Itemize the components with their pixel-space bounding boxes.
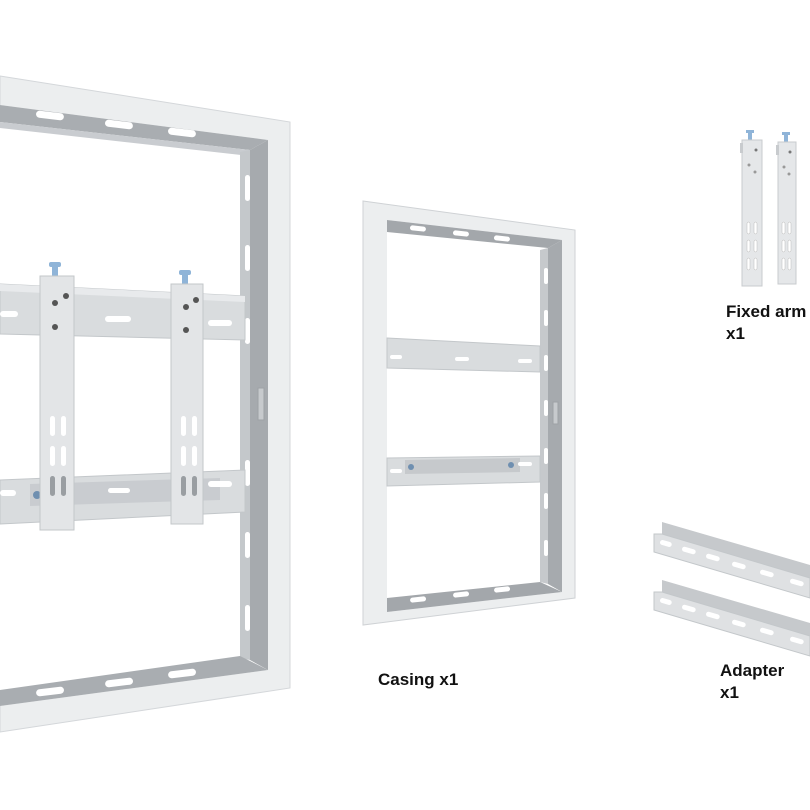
fixed-arm-label-line2: x1 [726, 324, 745, 343]
assembled-fixed-arm-right [170, 270, 204, 525]
adapter-label-line1: Adapter [720, 661, 785, 680]
fixed-arm-illustration [740, 130, 797, 287]
fixed-arm-label-line1: Fixed arm [726, 302, 807, 321]
adapter-label-line2: x1 [720, 683, 739, 702]
assembled-fixed-arm-left [39, 262, 75, 531]
fixed-arm-label: Fixed arm x1 [726, 301, 806, 345]
assembled-top-channel [0, 105, 268, 150]
adapter-illustration [653, 522, 810, 657]
adapter-label: Adapter x1 [720, 660, 784, 704]
casing-label: Casing x1 [378, 670, 459, 689]
assembled-bottom-channel [0, 656, 268, 706]
casing-illustration [362, 200, 576, 626]
